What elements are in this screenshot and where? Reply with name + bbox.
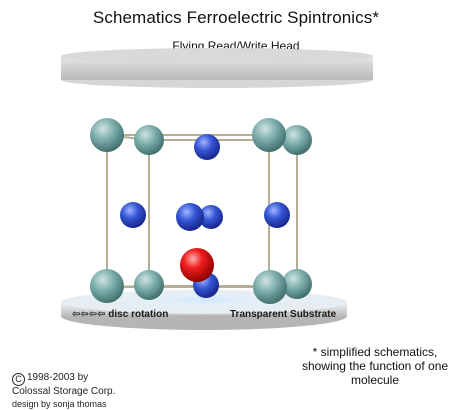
atom-face-right (264, 202, 290, 228)
disc-rotation-text: disc rotation (108, 309, 169, 320)
atom-face-left (120, 202, 146, 228)
transparent-substrate-label: Transparent Substrate (230, 309, 337, 320)
footnote: * simplified schematics, showing the fun… (301, 345, 449, 387)
copyright-company: Colossal Storage Corp. (12, 386, 116, 397)
atom-front-bottom-right (253, 270, 287, 304)
copyright-years: 1998-2003 by (27, 372, 89, 383)
front-corner-atoms (90, 118, 287, 304)
atom-back-top-right (282, 125, 312, 155)
atom-center-red (180, 248, 214, 282)
page-title: Schematics Ferroelectric Spintronics* (92, 8, 380, 27)
atom-back-bottom-right (282, 269, 312, 299)
atom-back-bottom-left (134, 270, 164, 300)
copyright-symbol-icon: C (12, 373, 25, 386)
atom-face-top (194, 134, 220, 160)
atom-back-top-left (134, 125, 164, 155)
atom-front-bottom-left (90, 269, 124, 303)
back-corner-atoms (134, 125, 312, 300)
atom-face-front (176, 203, 204, 231)
face-atoms (120, 134, 290, 298)
atom-face-back (199, 205, 223, 229)
atom-front-top-left (90, 118, 124, 152)
read-write-head (61, 48, 373, 88)
rotation-arrows-icon: ⇦⇦⇦⇦ (72, 309, 106, 320)
disc-rotation-label: ⇦⇦⇦⇦ disc rotation (72, 309, 168, 320)
design-credit: design by sonja thomas (12, 399, 107, 409)
atom-front-top-right (252, 118, 286, 152)
